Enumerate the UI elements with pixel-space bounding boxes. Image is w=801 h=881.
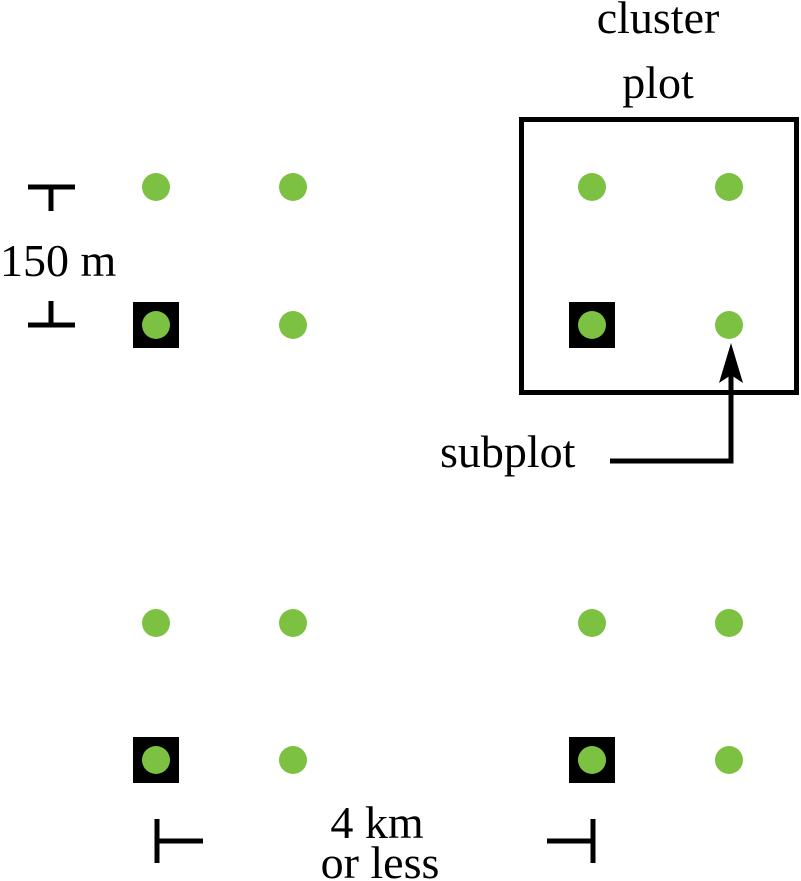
arrowhead-icon bbox=[719, 343, 743, 383]
subplot-dot bbox=[715, 311, 743, 339]
cluster-plot-box bbox=[519, 117, 799, 395]
scale-bar-150m bbox=[28, 184, 75, 328]
subplot-dot bbox=[578, 746, 606, 774]
subplot-arrow bbox=[610, 343, 743, 464]
label-subplot: subplot bbox=[440, 426, 576, 477]
subplot-dots bbox=[133, 173, 743, 783]
subplot-dot bbox=[279, 746, 307, 774]
subplot-dot bbox=[279, 311, 307, 339]
subplot-dot bbox=[715, 173, 743, 201]
subplot-dot bbox=[279, 173, 307, 201]
label-4km: 4 km bbox=[330, 797, 424, 848]
subplot-dot bbox=[578, 173, 606, 201]
label-plot: plot bbox=[622, 57, 694, 108]
subplot-dot bbox=[279, 609, 307, 637]
subplot-dot bbox=[578, 311, 606, 339]
subplot-dot bbox=[715, 609, 743, 637]
subplot-dot bbox=[578, 609, 606, 637]
subplot-dot bbox=[142, 311, 170, 339]
subplot-dot bbox=[715, 746, 743, 774]
subplot-dot bbox=[142, 173, 170, 201]
label-or-less: or less bbox=[321, 837, 440, 881]
label-cluster: cluster bbox=[597, 0, 720, 43]
label-150m: 150 m bbox=[0, 235, 117, 286]
subplot-dot bbox=[142, 746, 170, 774]
scale-bar-4km bbox=[154, 819, 596, 863]
subplot-dot bbox=[142, 609, 170, 637]
